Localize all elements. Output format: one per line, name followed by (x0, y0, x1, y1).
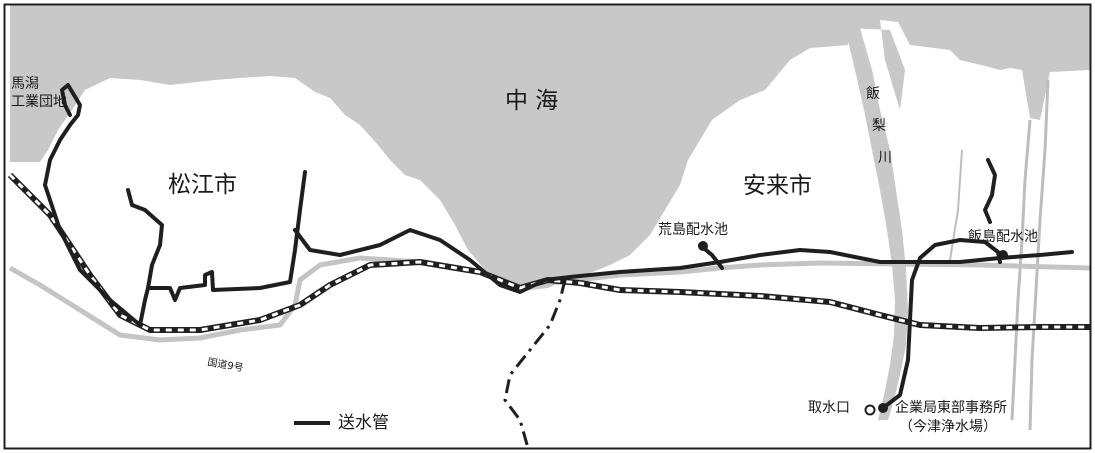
matsue-city-label: 松江市 (168, 172, 237, 198)
river-label-3: 川 (878, 150, 892, 166)
pipe-intake (881, 238, 1002, 410)
sea-label: 中 海 (505, 88, 558, 114)
national-route-9 (8, 255, 1091, 343)
pipe-matsue-branch (126, 188, 164, 290)
iinashi-river (845, 28, 908, 420)
nakaumi-water (10, 4, 1090, 290)
route9-label: 国道9号 (206, 355, 244, 374)
legend-pipe-label: 送水管 (338, 413, 389, 433)
office-label-line1: 企業局東部事務所 (895, 399, 1007, 416)
river-label-2: 梨 (872, 118, 886, 134)
transmission-pipes (43, 83, 1074, 410)
river-label-1: 飯 (866, 85, 880, 102)
umagata-label-line1: 馬潟 (11, 76, 39, 92)
office-marker (878, 403, 888, 413)
railway (7, 172, 1090, 333)
intake-label: 取水口 (808, 400, 850, 416)
iijima-reservoir-label: 飯島配水池 (968, 228, 1038, 245)
iijima-reservoir-marker (998, 250, 1008, 260)
arashima-reservoir-marker (698, 241, 708, 251)
map-frame (3, 3, 1092, 450)
river-channel (1010, 119, 1032, 421)
yasugi-city-label: 安来市 (743, 173, 812, 199)
office-label-line2: （今津浄水場） (899, 419, 997, 435)
city-boundary (503, 279, 567, 449)
intake-marker (864, 404, 876, 416)
pipe-main-east (293, 228, 1074, 294)
arashima-reservoir-label: 荒島配水池 (658, 222, 728, 238)
pipe-umagata (43, 83, 82, 187)
pipe-main (43, 170, 307, 327)
umagata-label-line2: 工業団地 (11, 94, 67, 110)
pipe-iijima-branch (983, 158, 997, 224)
